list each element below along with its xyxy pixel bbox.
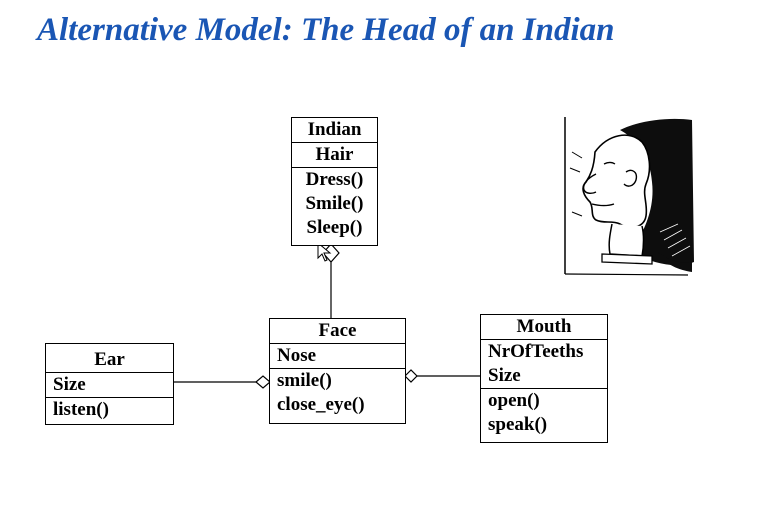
indian-head-sketch-icon (564, 117, 694, 276)
method: listen() (53, 399, 109, 420)
mouse-cursor-icon (317, 241, 332, 262)
mouth-methods: open() speak() (481, 388, 607, 437)
face-methods: smile() close_eye() (270, 368, 405, 417)
face-attributes: Nose (270, 343, 405, 368)
method: Dress() (305, 169, 364, 190)
method: smile() (277, 370, 332, 391)
class-name: Face (318, 320, 357, 341)
indian-name-section: Indian (292, 118, 377, 142)
method: Sleep() (306, 217, 363, 238)
class-indian: Indian Hair Dress() Smile() Sleep() (291, 117, 378, 246)
class-name: Indian (307, 119, 362, 140)
mouth-name-section: Mouth (481, 315, 607, 339)
mouth-attributes: NrOfTeeths Size (481, 339, 607, 388)
slide-title: Alternative Model: The Head of an Indian (37, 12, 615, 48)
method: speak() (488, 414, 548, 435)
attribute: Nose (277, 345, 317, 366)
attribute: Size (488, 365, 521, 386)
attribute: NrOfTeeths (488, 341, 584, 362)
method: open() (488, 390, 540, 411)
ear-methods: listen() (46, 397, 173, 422)
class-ear: Ear Size listen() (45, 343, 174, 425)
face-mouth-aggregation-diamond (404, 369, 418, 383)
method: Smile() (305, 193, 364, 214)
ear-name-section: Ear (46, 344, 173, 372)
face-ear-aggregation-diamond (255, 375, 271, 389)
indian-attributes: Hair (292, 142, 377, 167)
class-mouth: Mouth NrOfTeeths Size open() speak() (480, 314, 608, 443)
ear-attributes: Size (46, 372, 173, 397)
attribute: Hair (315, 144, 354, 165)
method: close_eye() (277, 394, 365, 415)
face-name-section: Face (270, 319, 405, 343)
class-name: Ear (94, 349, 125, 370)
class-name: Mouth (516, 316, 572, 337)
indian-methods: Dress() Smile() Sleep() (292, 167, 377, 240)
class-face: Face Nose smile() close_eye() (269, 318, 406, 424)
attribute: Size (53, 374, 86, 395)
